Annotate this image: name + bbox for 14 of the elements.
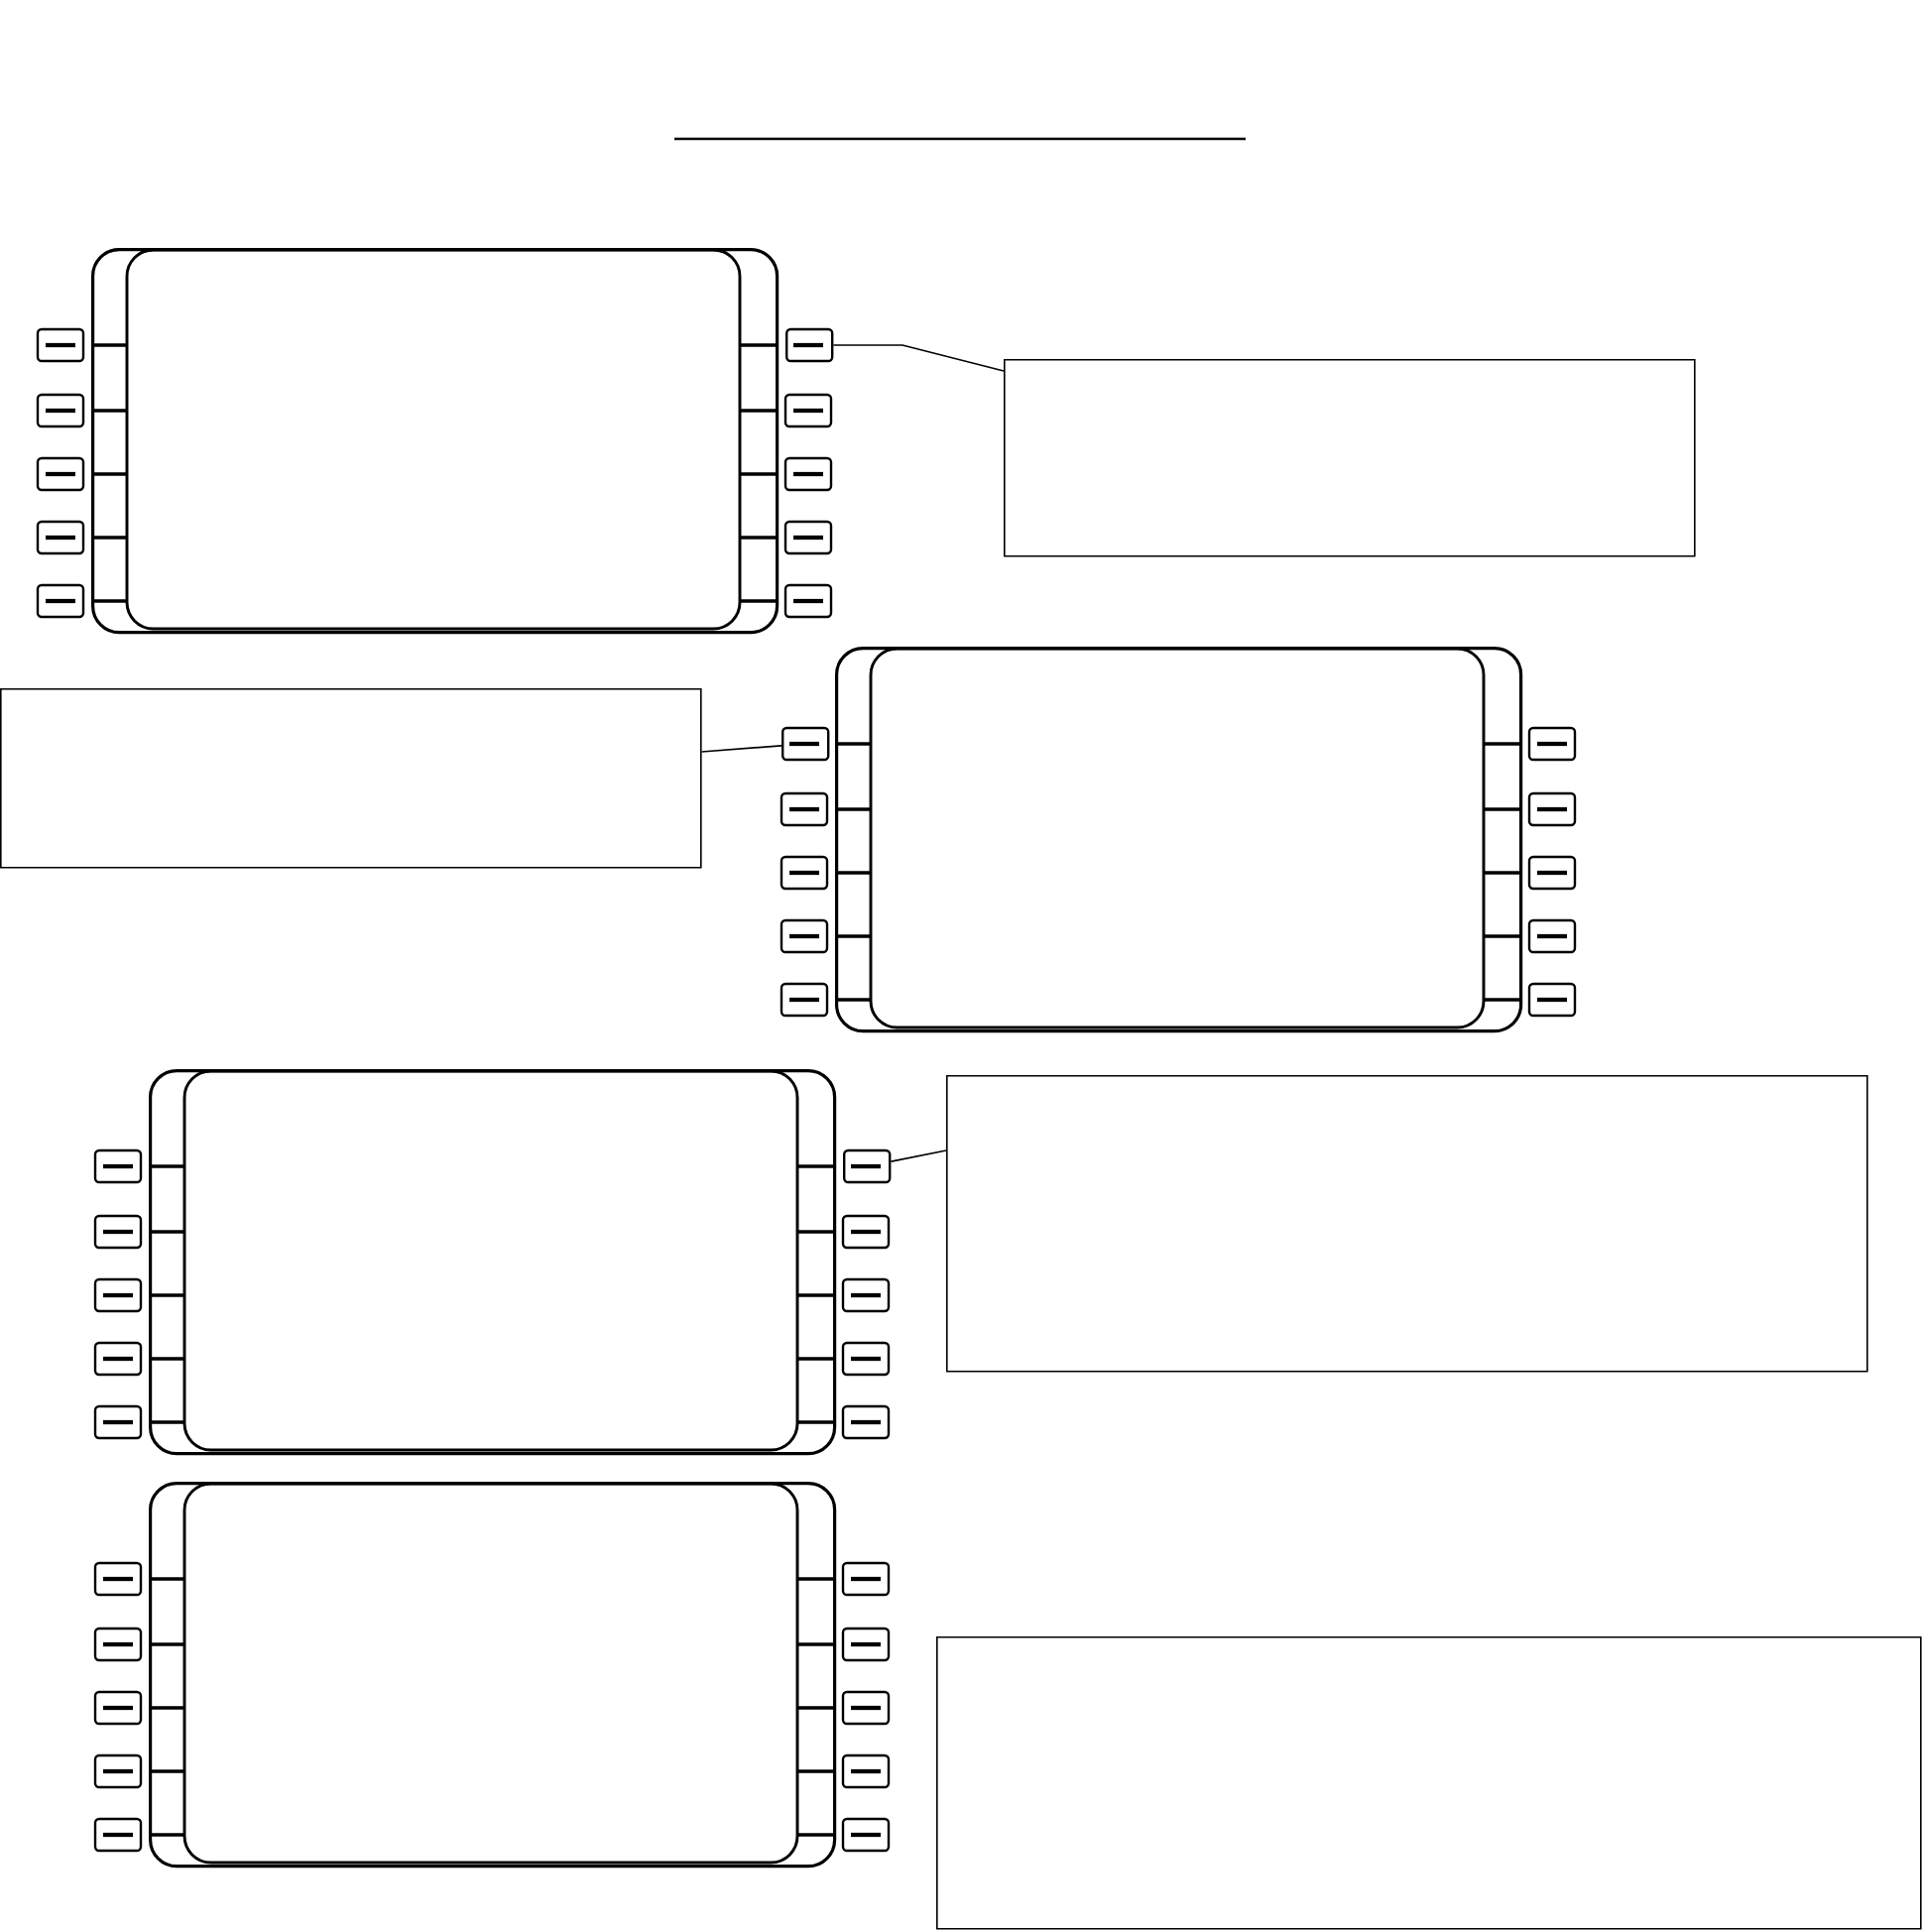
callout-box — [946, 1075, 1868, 1373]
display-drawing — [93, 1069, 891, 1456]
leader-line — [890, 1149, 947, 1162]
leader-line — [832, 344, 1005, 372]
button — [785, 327, 834, 363]
callout-box — [0, 688, 702, 869]
button — [781, 726, 830, 762]
callout-box — [936, 1636, 1922, 1930]
display-drawing — [93, 1482, 891, 1869]
leader-line — [700, 745, 782, 753]
display-drawing — [36, 248, 833, 635]
display-drawing — [780, 647, 1577, 1033]
callout-box — [1004, 359, 1696, 557]
button — [843, 1148, 892, 1184]
